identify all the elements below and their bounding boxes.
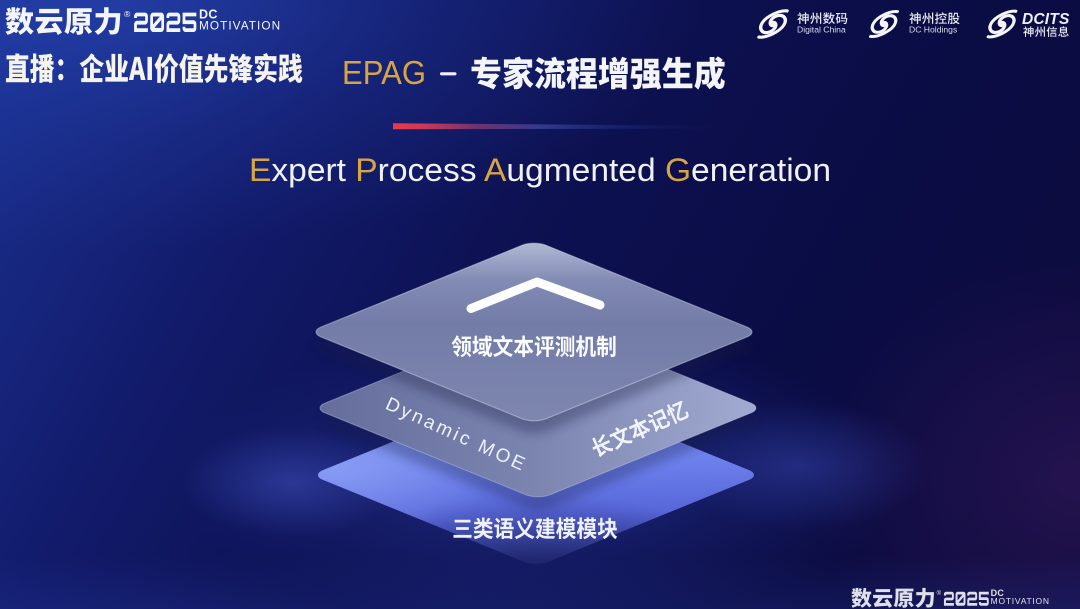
svg-text:Expert Process Augmented Gener: Expert Process Augmented Generation: [249, 152, 831, 188]
svg-text:DCITS: DCITS: [1022, 11, 1070, 28]
svg-text:EPAG: EPAG: [342, 55, 426, 92]
svg-text:DC Holdings: DC Holdings: [909, 25, 957, 35]
svg-text:Digital China: Digital China: [797, 25, 846, 35]
